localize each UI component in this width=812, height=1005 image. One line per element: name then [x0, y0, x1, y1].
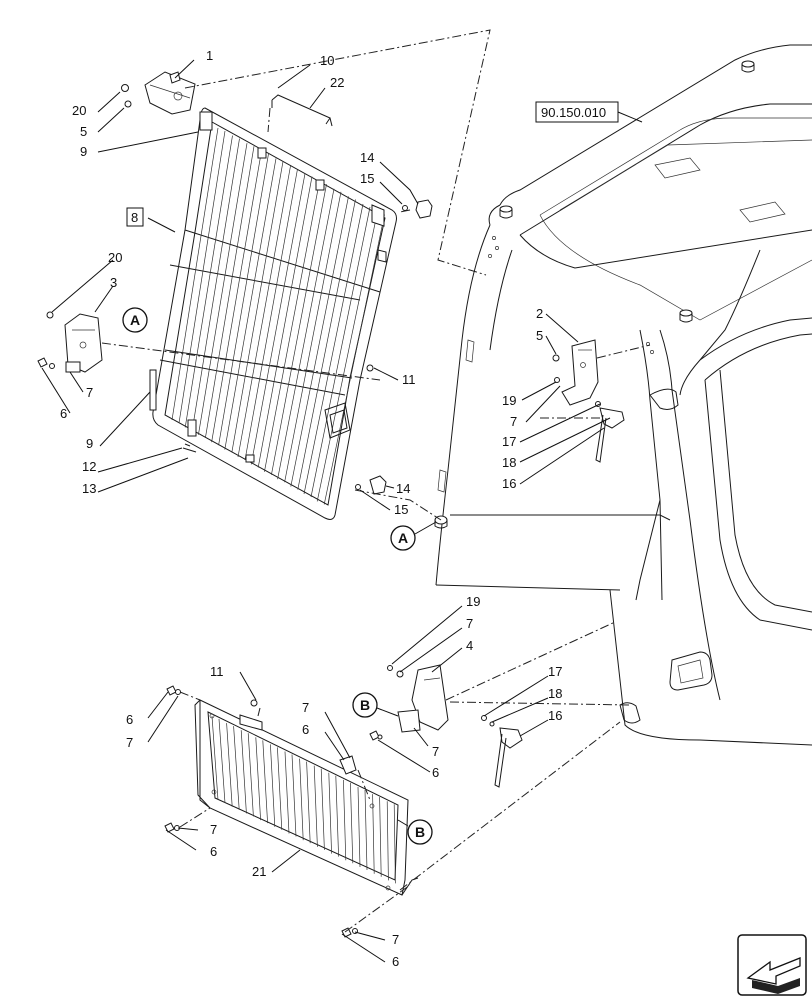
- label-21: 21: [252, 864, 266, 879]
- grille-slat: [284, 751, 297, 837]
- label-12: 12: [82, 459, 96, 474]
- grille-slat: [211, 150, 269, 446]
- label-7: 7: [302, 700, 309, 715]
- label-17: 17: [548, 664, 562, 679]
- label-20: 20: [72, 103, 86, 118]
- part-labels: 1 10 22 20 5 9 14 15 20 3 7 6 9 11 12 13…: [60, 48, 562, 969]
- boxed-part-8: 8: [126, 207, 144, 227]
- label-18: 18: [548, 686, 562, 701]
- grille-slat: [328, 772, 339, 857]
- label-7: 7: [210, 822, 217, 837]
- grille-slat: [198, 143, 255, 438]
- cab-outline: [434, 44, 812, 746]
- label-11: 11: [210, 664, 224, 679]
- grille-slat: [316, 211, 385, 505]
- label-1: 1: [206, 48, 213, 63]
- grille-slat: [237, 165, 298, 461]
- label-9: 9: [80, 144, 87, 159]
- label-4: 4: [466, 638, 473, 653]
- label-11: 11: [402, 372, 416, 387]
- label-10: 10: [320, 53, 334, 68]
- callout-a-2-letter: A: [398, 530, 408, 546]
- label-9: 9: [86, 436, 93, 451]
- label-7: 7: [466, 616, 473, 631]
- grille-slat: [240, 730, 254, 817]
- label-6: 6: [210, 844, 217, 859]
- boxed-part-8-text: 8: [131, 210, 138, 225]
- grille-slat: [343, 779, 354, 864]
- label-13: 13: [82, 481, 96, 496]
- label-16: 16: [548, 708, 562, 723]
- label-2: 2: [536, 306, 543, 321]
- grille-slat: [303, 203, 371, 498]
- callout-b-1-letter: B: [360, 697, 370, 713]
- grille-slat: [211, 715, 226, 804]
- grille-slat: [224, 158, 284, 453]
- lower-grille-slats: [211, 715, 396, 884]
- callout-a-1: A: [122, 307, 148, 333]
- callout-b-2: B: [397, 819, 433, 845]
- callout-a-2: A: [390, 521, 437, 551]
- grille-slat: [290, 196, 356, 490]
- grille-slat: [226, 723, 240, 810]
- navigation-arrow-icon[interactable]: [737, 934, 807, 996]
- grille-slat: [299, 758, 311, 844]
- label-15: 15: [360, 171, 374, 186]
- label-14: 14: [396, 481, 410, 496]
- grille-slat: [372, 794, 382, 877]
- grille-slat: [386, 801, 396, 884]
- grille-slat: [357, 786, 368, 871]
- callout-a-1-letter: A: [130, 312, 140, 328]
- lower-grille-assembly: [194, 699, 419, 896]
- label-7: 7: [432, 744, 439, 759]
- label-6: 6: [392, 954, 399, 969]
- label-7: 7: [510, 414, 517, 429]
- label-22: 22: [330, 75, 344, 90]
- reference-box-text: 90.150.010: [541, 105, 606, 120]
- label-16: 16: [502, 476, 516, 491]
- label-6: 6: [432, 765, 439, 780]
- label-17: 17: [502, 434, 516, 449]
- grille-slat: [171, 127, 226, 424]
- grille-slat: [184, 135, 240, 431]
- leader-lines: [41, 59, 643, 963]
- label-7: 7: [86, 385, 93, 400]
- label-7: 7: [392, 932, 399, 947]
- grille-slat: [255, 737, 268, 824]
- callout-b-1: B: [352, 692, 399, 718]
- label-6: 6: [60, 406, 67, 421]
- callout-b-2-letter: B: [415, 824, 425, 840]
- upper-grille-slats: [171, 127, 385, 505]
- assembly-lines: [101, 29, 651, 933]
- label-3: 3: [110, 275, 117, 290]
- grille-slat: [250, 173, 313, 468]
- reference-box[interactable]: 90.150.010: [535, 101, 619, 123]
- label-6: 6: [302, 722, 309, 737]
- grille-slat: [264, 181, 327, 475]
- label-20: 20: [108, 250, 122, 265]
- grille-slat: [277, 188, 342, 483]
- label-19: 19: [502, 393, 516, 408]
- label-18: 18: [502, 455, 516, 470]
- label-19: 19: [466, 594, 480, 609]
- grille-slat: [313, 765, 325, 850]
- label-5: 5: [80, 124, 87, 139]
- upper-grille-assembly: [149, 107, 397, 520]
- label-6: 6: [126, 712, 133, 727]
- label-15: 15: [394, 502, 408, 517]
- label-7: 7: [126, 735, 133, 750]
- grille-slat: [270, 744, 283, 830]
- hardware-parts: [37, 71, 625, 938]
- label-14: 14: [360, 150, 374, 165]
- label-5: 5: [536, 328, 543, 343]
